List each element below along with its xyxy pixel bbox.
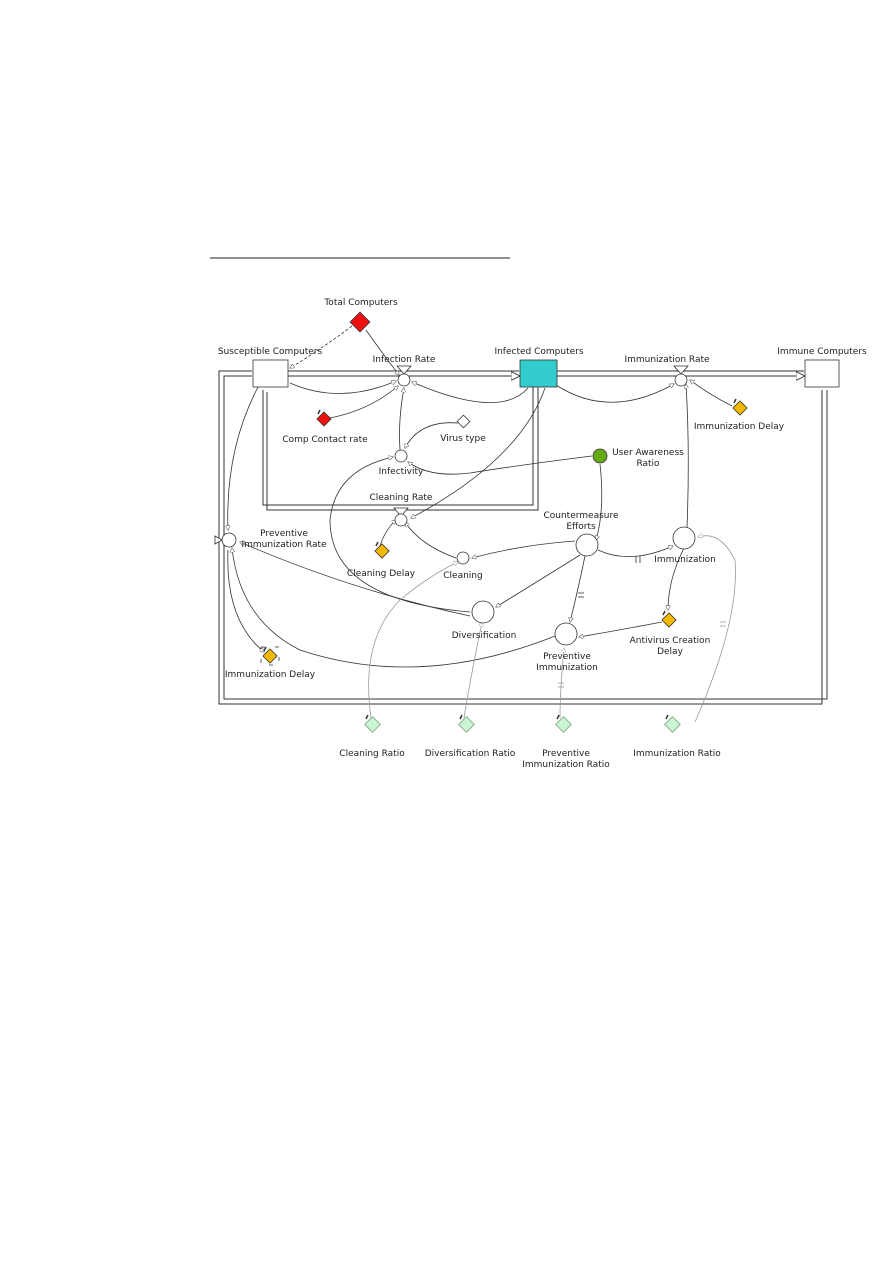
preventive-immunization-ratio-param	[555, 714, 572, 733]
label-diversification: Diversification	[452, 631, 517, 641]
label-preventive-immunization-ratio-1: Preventive	[542, 749, 590, 759]
label-cleaning-ratio: Cleaning Ratio	[339, 749, 405, 759]
label-cleaning: Cleaning	[443, 571, 482, 581]
label-user-awareness-ratio-2: Ratio	[636, 459, 660, 469]
virus-type-diamond	[456, 414, 471, 429]
label-susceptible-computers: Susceptible Computers	[218, 347, 323, 357]
label-user-awareness-ratio-1: User Awareness	[612, 448, 684, 458]
label-immunization: Immunization	[654, 555, 716, 565]
preventive-immunization-rate-node	[221, 532, 237, 548]
immunization-delay-top-param	[732, 398, 748, 416]
immunization-delay-left-param	[260, 646, 280, 666]
label-virus-type: Virus type	[440, 434, 486, 444]
antivirus-creation-delay-param	[661, 610, 677, 628]
label-preventive-immunization-rate-1: Preventive	[260, 529, 308, 539]
causal-links	[228, 325, 736, 723]
immunization-node	[672, 526, 696, 550]
label-cleaning-rate: Cleaning Rate	[370, 493, 433, 503]
label-immunization-rate: Immunization Rate	[624, 355, 710, 365]
label-antivirus-creation-delay-1: Antivirus Creation	[630, 636, 711, 646]
stock-infected-computers	[519, 359, 558, 388]
comp-contact-rate-param	[316, 409, 332, 427]
total-computers-diamond	[349, 311, 371, 333]
label-infectivity: Infectivity	[379, 467, 424, 477]
label-diversification-ratio: Diversification Ratio	[425, 749, 516, 759]
label-preventive-immunization-1: Preventive	[543, 652, 591, 662]
label-immunization-delay-top: Immunization Delay	[694, 422, 785, 432]
label-preventive-immunization-rate-2: Immunization Rate	[241, 540, 327, 550]
cleaning-rate-node	[394, 513, 408, 527]
flow-valves	[393, 365, 689, 517]
infection-rate-node	[397, 373, 411, 387]
label-preventive-immunization-ratio-2: Immunization Ratio	[522, 760, 610, 770]
label-comp-contact-rate: Comp Contact rate	[282, 435, 368, 445]
label-antivirus-creation-delay-2: Delay	[657, 647, 683, 657]
diversification-ratio-param	[458, 714, 475, 733]
preventive-immunization-node	[554, 622, 578, 646]
label-infected-computers: Infected Computers	[494, 347, 583, 357]
cleaning-node	[456, 551, 470, 565]
infectivity-node	[394, 449, 408, 463]
immunization-ratio-param	[664, 714, 681, 733]
delay-marks	[558, 556, 726, 688]
diversification-node	[471, 600, 495, 624]
label-cleaning-delay: Cleaning Delay	[347, 569, 416, 579]
cleaning-delay-param	[374, 541, 390, 559]
label-total-computers: Total Computers	[323, 298, 398, 308]
label-immunization-ratio: Immunization Ratio	[633, 749, 721, 759]
countermeasure-efforts-node	[575, 533, 599, 557]
immunization-rate-node	[674, 373, 688, 387]
cleaning-ratio-param	[364, 714, 381, 733]
label-immunization-delay-left: Immunization Delay	[225, 670, 316, 680]
stock-susceptible-computers	[252, 359, 289, 388]
label-infection-rate: Infection Rate	[373, 355, 436, 365]
user-awareness-ratio-node	[592, 448, 608, 464]
labels: Total Computers Susceptible Computers In…	[218, 298, 867, 770]
label-preventive-immunization-2: Immunization	[536, 663, 598, 673]
label-countermeasure-efforts-1: Countermeasure	[543, 511, 619, 521]
stock-immune-computers	[804, 359, 840, 388]
label-immune-computers: Immune Computers	[777, 347, 867, 357]
label-countermeasure-efforts-2: Efforts	[566, 522, 596, 532]
